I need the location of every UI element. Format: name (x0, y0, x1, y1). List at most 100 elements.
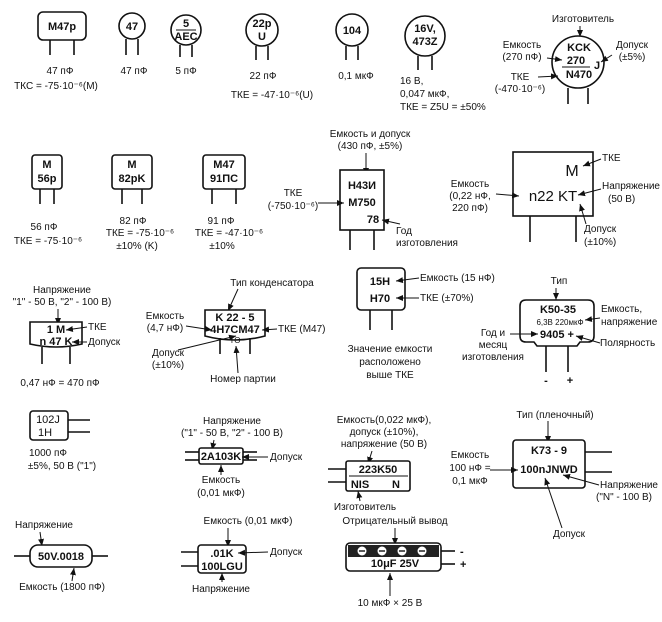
cap-4-7nf: (4,7 нФ) (147, 323, 183, 334)
cap-91pf: 91 пФ (208, 216, 235, 227)
marking-m-large: M (565, 163, 578, 180)
marking-01k: .01K (210, 548, 233, 560)
marking-82pk: 82pK (119, 173, 146, 185)
tke-label: ТКЕ (511, 72, 530, 83)
marking-104: 104 (343, 25, 362, 37)
marking-22p: 22p (253, 18, 272, 30)
tke-75-a: ТКЕ = -75·10⁻⁶ (14, 236, 82, 247)
volt-codes: "1" - 50 В, "2" - 100 В) (13, 297, 112, 308)
spec-line-1: Емкость(0,022 мкФ), (337, 415, 431, 426)
marking-m47p: M47p (48, 21, 76, 33)
marking-n22kt: n22 KT (529, 188, 577, 205)
capacitor-k73-9: Тип (пленочный) K73 - 9 100nJNWD Емкость… (449, 410, 658, 540)
tol-label-4: Допуск (152, 348, 185, 359)
cap-15nf: Емкость (15 нФ) (420, 273, 495, 284)
capacitor-2a103k: Напряжение ("1" - 50 В, "2" - 100 В) 2A1… (181, 416, 303, 499)
capacitor-kck: Изготовитель KCK 270 J N470 Емкость (270… (495, 14, 649, 104)
cap-label-2: Емкость (451, 179, 489, 190)
tol-label-3: Допуск (88, 337, 121, 348)
tol-10-3: (±10%) (152, 360, 184, 371)
marking-56p: 56p (38, 173, 57, 185)
spec-line-3: напряжение (50 В) (341, 439, 427, 450)
polarity-label: Полярность (600, 338, 655, 349)
marking-k73-9: K73 - 9 (531, 445, 567, 457)
tol-label-7: Допуск (270, 547, 303, 558)
tke-47: ТКЕ = -47·10⁻⁶ (195, 228, 263, 239)
cap-270pf: (270 пФ) (502, 52, 541, 63)
marking-m-2: M (127, 159, 136, 171)
marking-100lgu: 100LGU (201, 561, 243, 573)
plus-sign-2: + (460, 559, 466, 571)
volt-n-100v: ("N" - 100 В) (596, 492, 652, 503)
minus-sign-2: - (460, 546, 464, 558)
marking-m-1: M (42, 159, 51, 171)
spec-5-50v: ±5%, 50 В ("1") (28, 461, 96, 472)
tke-label-3: ТКЕ (602, 153, 621, 164)
marking-102j: 102J (36, 414, 60, 426)
marking-47: 47 (126, 21, 138, 33)
year-month-3: изготовления (462, 352, 524, 363)
volt-label-3: Напряжение (203, 416, 261, 427)
neg-lead-label: Отрицательный вывод (342, 516, 447, 527)
marking-m47: M47 (213, 159, 234, 171)
cap-56pf: 56 пФ (31, 222, 58, 233)
minus-stripe-icons (357, 546, 427, 556)
tol-10: ±10% (209, 241, 235, 252)
cap-0-047uf: 0,047 мкФ, (400, 89, 449, 100)
marking-aec: AEC (174, 31, 197, 43)
cap-tol-label: Емкость и допуск (330, 129, 411, 140)
volt-label-5: Напряжение (15, 520, 73, 531)
capacitor-01k: Емкость (0,01 мкФ) .01K 100LGU Допуск На… (181, 516, 303, 595)
marking-10uf-25v: 10μF 25V (371, 558, 420, 570)
tol-5: (±5%) (619, 52, 646, 63)
volt-label: Напряжение (602, 181, 660, 192)
cap-1800pf: Емкость (1800 пФ) (19, 582, 105, 593)
tke-70: ТКЕ (±70%) (420, 293, 474, 304)
cap-label-3: Емкость (146, 311, 184, 322)
marking-1h: 1H (38, 427, 52, 439)
marking-9405: 9405 + (540, 329, 574, 341)
marking-u: U (258, 31, 266, 43)
marking-1m: 1 M (47, 324, 65, 336)
capacitor-k22-5: Тип конденсатора K 22 - 5 4H7CM47 TO Емк… (146, 278, 326, 385)
cap-22pf: 22 пФ (250, 71, 277, 82)
capacitor-102j-1h: 102J 1H 1000 пФ ±5%, 50 В ("1") (28, 410, 96, 472)
cv-label-2: напряжение (601, 317, 658, 328)
tke-750: (-750·10⁻⁶) (268, 201, 319, 212)
marking-kck: KCK (567, 42, 591, 54)
capacitor-h43i: Емкость и допуск (430 пФ, ±5%) H43И M750… (268, 129, 458, 250)
maker-label-2: Изготовитель (334, 502, 396, 513)
volt-50v: (50 В) (608, 194, 635, 205)
marking-78: 78 (367, 214, 379, 226)
cap-5pf: 5 пФ (175, 66, 197, 77)
year-label: Год (396, 226, 412, 237)
volt-label-6: Напряжение (192, 584, 250, 595)
cap-label-4: Емкость (202, 475, 240, 486)
marking-4h7cm47: 4H7CM47 (210, 324, 260, 336)
marking-91pc: 91ПС (210, 173, 238, 185)
marking-k50-35: K50-35 (540, 304, 576, 316)
capacitor-10uf-25v: Отрицательный вывод 10μF 25V - + 10 мкФ … (342, 516, 466, 609)
capacitor-m47-91pc: M47 91ПС 91 пФ ТКЕ = -47·10⁻⁶ ±10% (195, 154, 263, 252)
cap-220pf: 220 пФ) (452, 203, 488, 214)
minus-sign: - (544, 375, 548, 387)
type-label: Тип конденсатора (230, 278, 314, 289)
volt-label-4: Напряжение (600, 480, 658, 491)
capacitor-50v-0018: Напряжение 50V.0018 Емкость (1800 пФ) (14, 520, 108, 593)
tke-u-label: ТКЕ = -47·10⁻⁶(U) (231, 90, 313, 101)
capacitor-16v-473z: 16V, 473Z 16 В, 0,047 мкФ, ТКЕ = Z5U = ±… (400, 15, 486, 113)
capacitor-47: 47 47 пФ (118, 12, 148, 77)
note-2: расположено (359, 357, 421, 368)
marking-50v-0018: 50V.0018 (38, 551, 84, 563)
cap-label-6: Емкость (0,01 мкФ) (204, 516, 293, 527)
marking-270: 270 (567, 55, 585, 67)
volt-16v: 16 В, (400, 76, 423, 87)
cap-tol-430: (430 пФ, ±5%) (338, 141, 403, 152)
cap-47pf-2: 47 пФ (121, 66, 148, 77)
tol-label-2: Допуск (584, 224, 617, 235)
marking-j: J (594, 60, 600, 72)
type-label-2: Тип (551, 276, 568, 287)
tke-label-4: ТКЕ (88, 322, 107, 333)
cap-0-22nf: (0,22 нФ, (449, 191, 490, 202)
